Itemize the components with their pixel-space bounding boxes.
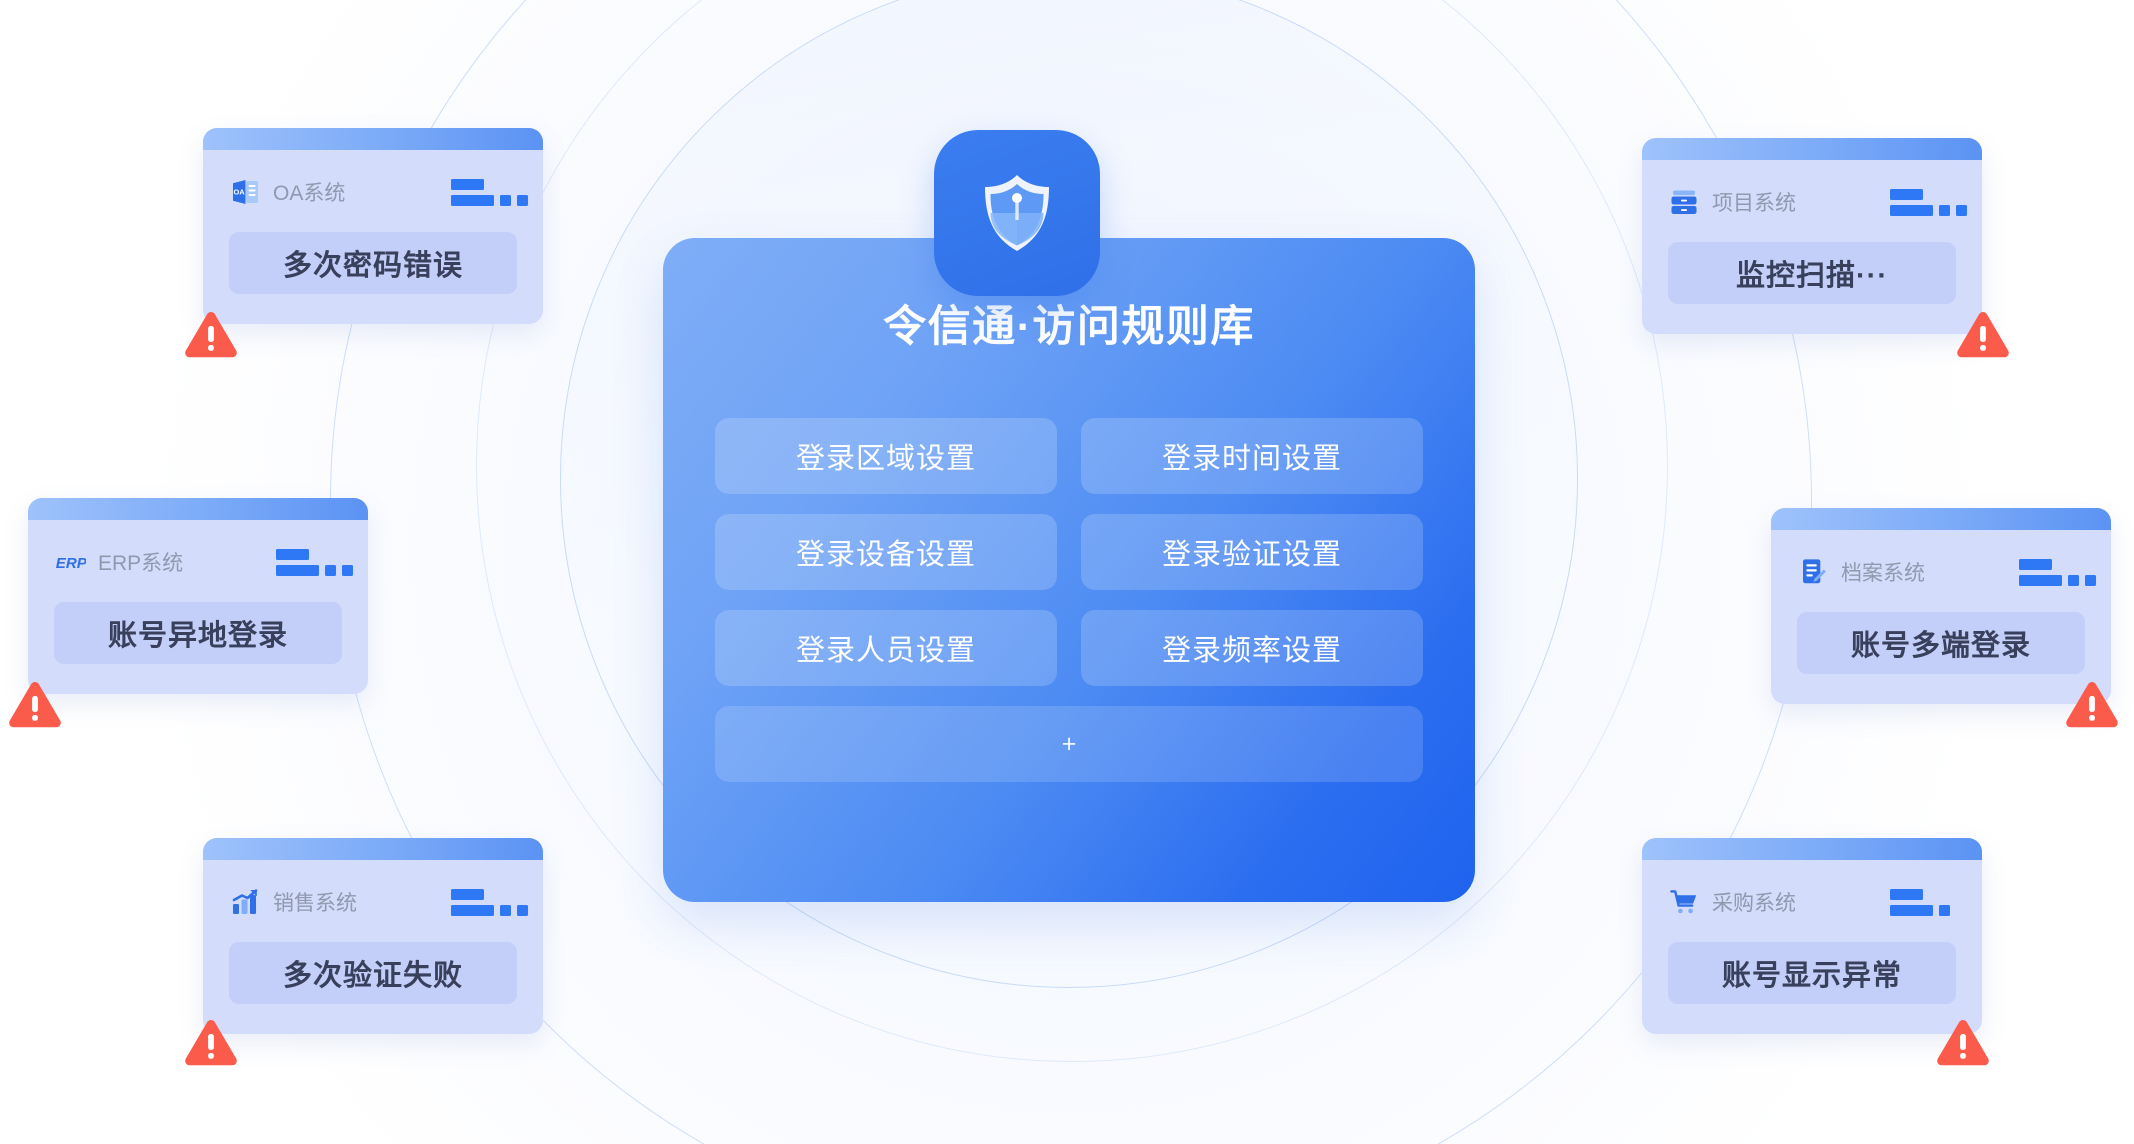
svg-text:OA: OA [234,188,246,197]
warning-icon-project [1955,310,2011,360]
card-header: OA OA系统 [229,176,528,208]
shopping-cart-icon [1668,886,1700,918]
rule-item-login-verify[interactable]: 登录验证设置 [1081,514,1423,590]
card-alert-text: 多次密码错误 [229,232,517,294]
rule-item-login-area[interactable]: 登录区域设置 [715,418,1057,494]
warning-icon-archive [2064,680,2120,730]
card-decoration-bars [451,888,528,916]
card-title-bar [28,498,368,520]
oa-document-icon: OA [229,176,261,208]
erp-text-icon: ERP [54,546,86,578]
card-system-name: ERP系统 [98,552,184,575]
card-decoration-bars [1890,888,1956,916]
server-stack-icon [1668,186,1700,218]
rule-grid: 登录区域设置 登录时间设置 登录设备设置 登录验证设置 登录人员设置 登录频率设… [715,418,1423,686]
rule-item-login-person[interactable]: 登录人员设置 [715,610,1057,686]
card-decoration-bars [276,548,353,576]
warning-icon-erp [7,680,63,730]
card-title-bar [203,838,543,860]
warning-icon-purchase [1935,1018,1991,1068]
card-header: 档案系统 [1797,556,2096,588]
card-title-bar [1771,508,2111,530]
system-card-archive[interactable]: 档案系统 账号多端登录 [1771,508,2111,704]
card-title-bar [203,128,543,150]
add-rule-button[interactable]: + [715,706,1423,782]
rule-item-login-freq[interactable]: 登录频率设置 [1081,610,1423,686]
card-decoration-bars [2019,558,2096,586]
card-title-bar [1642,138,1982,160]
card-header: 采购系统 [1668,886,1956,918]
card-decoration-bars [451,178,528,206]
card-alert-text: 账号异地登录 [54,602,342,664]
shield-icon [978,171,1056,255]
panel-title: 令信通·访问规则库 [883,303,1255,351]
shield-badge [934,130,1100,296]
system-card-project[interactable]: 项目系统 监控扫描··· [1642,138,1982,334]
card-system-name: 档案系统 [1841,562,1925,585]
svg-text:ERP: ERP [56,555,86,572]
document-edit-icon [1797,556,1829,588]
card-system-name: 采购系统 [1712,892,1796,915]
system-card-sales[interactable]: 销售系统 多次验证失败 [203,838,543,1034]
warning-icon-sales [183,1018,239,1068]
card-header: 项目系统 [1668,186,1967,218]
card-body: ERP ERP系统 账号异地登录 [28,520,368,694]
card-body: 项目系统 监控扫描··· [1642,160,1982,334]
rule-library-panel-group: 令信通·访问规则库 登录区域设置 登录时间设置 登录设备设置 登录验证设置 登录… [663,130,1475,902]
card-header: ERP ERP系统 [54,546,353,578]
card-header: 销售系统 [229,886,528,918]
card-alert-text: 账号多端登录 [1797,612,2085,674]
card-body: 采购系统 账号显示异常 [1642,860,1982,1034]
card-body: 销售系统 多次验证失败 [203,860,543,1034]
card-decoration-bars [1890,188,1967,216]
system-card-purchase[interactable]: 采购系统 账号显示异常 [1642,838,1982,1034]
card-alert-text: 多次验证失败 [229,942,517,1004]
card-system-name: 项目系统 [1712,192,1796,215]
rule-library-panel: 令信通·访问规则库 登录区域设置 登录时间设置 登录设备设置 登录验证设置 登录… [663,238,1475,902]
card-body: 档案系统 账号多端登录 [1771,530,2111,704]
system-card-erp[interactable]: ERP ERP系统 账号异地登录 [28,498,368,694]
card-body: OA OA系统 多次密码错误 [203,150,543,324]
bar-chart-icon [229,886,261,918]
system-card-oa[interactable]: OA OA系统 多次密码错误 [203,128,543,324]
rule-item-login-time[interactable]: 登录时间设置 [1081,418,1423,494]
card-system-name: 销售系统 [273,892,357,915]
rule-item-login-device[interactable]: 登录设备设置 [715,514,1057,590]
card-alert-text: 监控扫描··· [1668,242,1956,304]
card-system-name: OA系统 [273,182,346,205]
card-title-bar [1642,838,1982,860]
card-alert-text: 账号显示异常 [1668,942,1956,1004]
warning-icon-oa [183,310,239,360]
